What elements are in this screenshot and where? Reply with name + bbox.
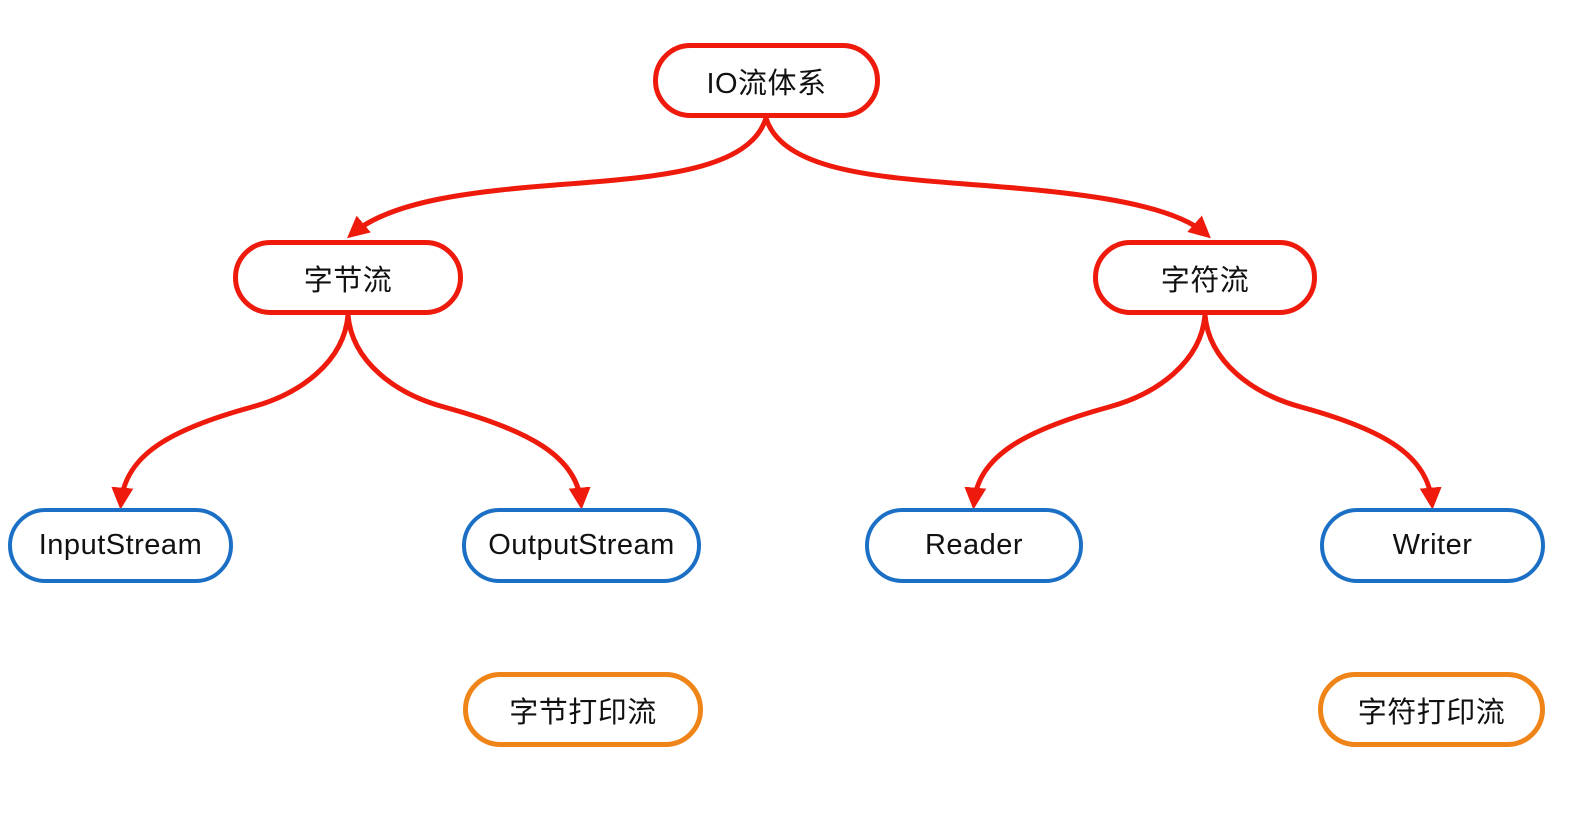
edge-char-stream-to-writer [1202, 312, 1442, 510]
node-label: 字符打印流 [1357, 696, 1506, 729]
edge-root-to-char-stream [763, 115, 1211, 239]
node-outputstream[interactable]: OutputStream [462, 508, 701, 583]
node-char-print-stream[interactable]: 字符打印流 [1318, 672, 1545, 747]
node-label: 字节打印流 [509, 696, 657, 729]
node-label: 字符流 [1160, 264, 1250, 297]
node-io-stream-root[interactable]: IO流体系 [653, 43, 880, 118]
edge-byte-stream-to-outputstream [345, 312, 591, 510]
node-label: Reader [924, 529, 1024, 561]
edge-root-to-byte-stream [346, 115, 769, 239]
node-label: Writer [1392, 529, 1473, 561]
node-label: IO流体系 [706, 67, 827, 100]
node-label: InputStream [38, 529, 203, 561]
edge-char-stream-to-reader [964, 312, 1208, 510]
node-label: 字节流 [303, 264, 393, 297]
node-writer[interactable]: Writer [1320, 508, 1545, 583]
node-reader[interactable]: Reader [865, 508, 1083, 583]
node-byte-stream[interactable]: 字节流 [233, 240, 463, 315]
node-char-stream[interactable]: 字符流 [1093, 240, 1317, 315]
node-byte-print-stream[interactable]: 字节打印流 [463, 672, 703, 747]
node-inputstream[interactable]: InputStream [8, 508, 233, 583]
edge-byte-stream-to-inputstream [111, 312, 351, 510]
node-label: OutputStream [488, 529, 675, 561]
